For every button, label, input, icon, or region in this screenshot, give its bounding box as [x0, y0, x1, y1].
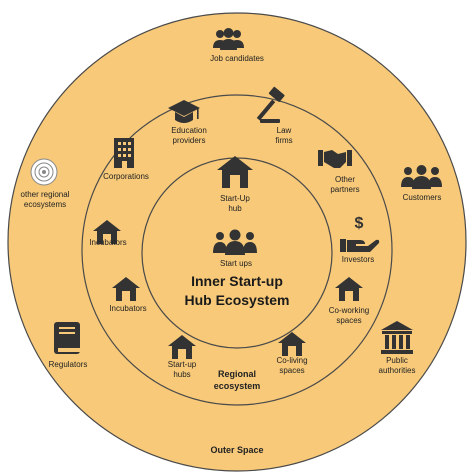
- house-icon-incubators-upper: [93, 220, 121, 244]
- startup-hubs-label: Start-up hubs: [167, 360, 197, 379]
- target-icon: [30, 158, 58, 186]
- other-partners-label: Other partners: [330, 175, 360, 194]
- government-building-icon: [381, 321, 413, 354]
- gavel-icon: [256, 86, 285, 123]
- book-icon: [54, 322, 80, 354]
- investors-label: Investors: [341, 255, 375, 264]
- regulators-label: Regulators: [48, 360, 88, 369]
- startup-hub-label: Start-Up hub: [220, 194, 250, 213]
- job-candidates-label: Job candidates: [210, 54, 264, 63]
- law-firms-label: Law firms: [275, 126, 293, 145]
- regional-ecosystem-title-line2: ecosystem: [213, 381, 261, 391]
- people-group-icon: [213, 28, 244, 50]
- house-icon-startup-hubs: [168, 335, 196, 359]
- incubators-upper-label: Incubators: [89, 238, 127, 247]
- house-icon-incubators: [112, 277, 140, 301]
- corporations-label: Corporations: [103, 172, 149, 181]
- startups-label: Start ups: [219, 259, 252, 268]
- inner-title-line1: Inner Start-up: [191, 273, 283, 289]
- hand-dollar-icon: $: [340, 215, 380, 252]
- house-icon-coliving: [278, 332, 306, 356]
- house-icon-coworking: [335, 277, 363, 301]
- coliving-spaces-label: Co-living spaces: [276, 356, 308, 375]
- outer-space-title: Outer Space: [210, 445, 264, 455]
- startups-people-icon: [213, 229, 257, 255]
- public-authorities-label: Public authorities: [378, 356, 416, 375]
- coworking-spaces-label: Co-working spaces: [328, 306, 370, 325]
- other-regional-ecosystems-label: other regional ecosystems: [20, 190, 70, 209]
- incubators-label: Incubators: [109, 304, 147, 313]
- house-icon-hub: [217, 156, 253, 188]
- customers-icon: [401, 165, 442, 189]
- handshake-icon: [318, 150, 352, 168]
- graduation-cap-icon: [168, 100, 200, 123]
- regional-ecosystem-title-line1: Regional: [217, 369, 256, 379]
- customers-label: Customers: [402, 193, 442, 202]
- svg-text:$: $: [355, 215, 364, 232]
- education-providers-label: Education providers: [171, 126, 207, 145]
- office-building-icon: [114, 138, 134, 168]
- inner-title-line2: Hub Ecosystem: [184, 292, 290, 308]
